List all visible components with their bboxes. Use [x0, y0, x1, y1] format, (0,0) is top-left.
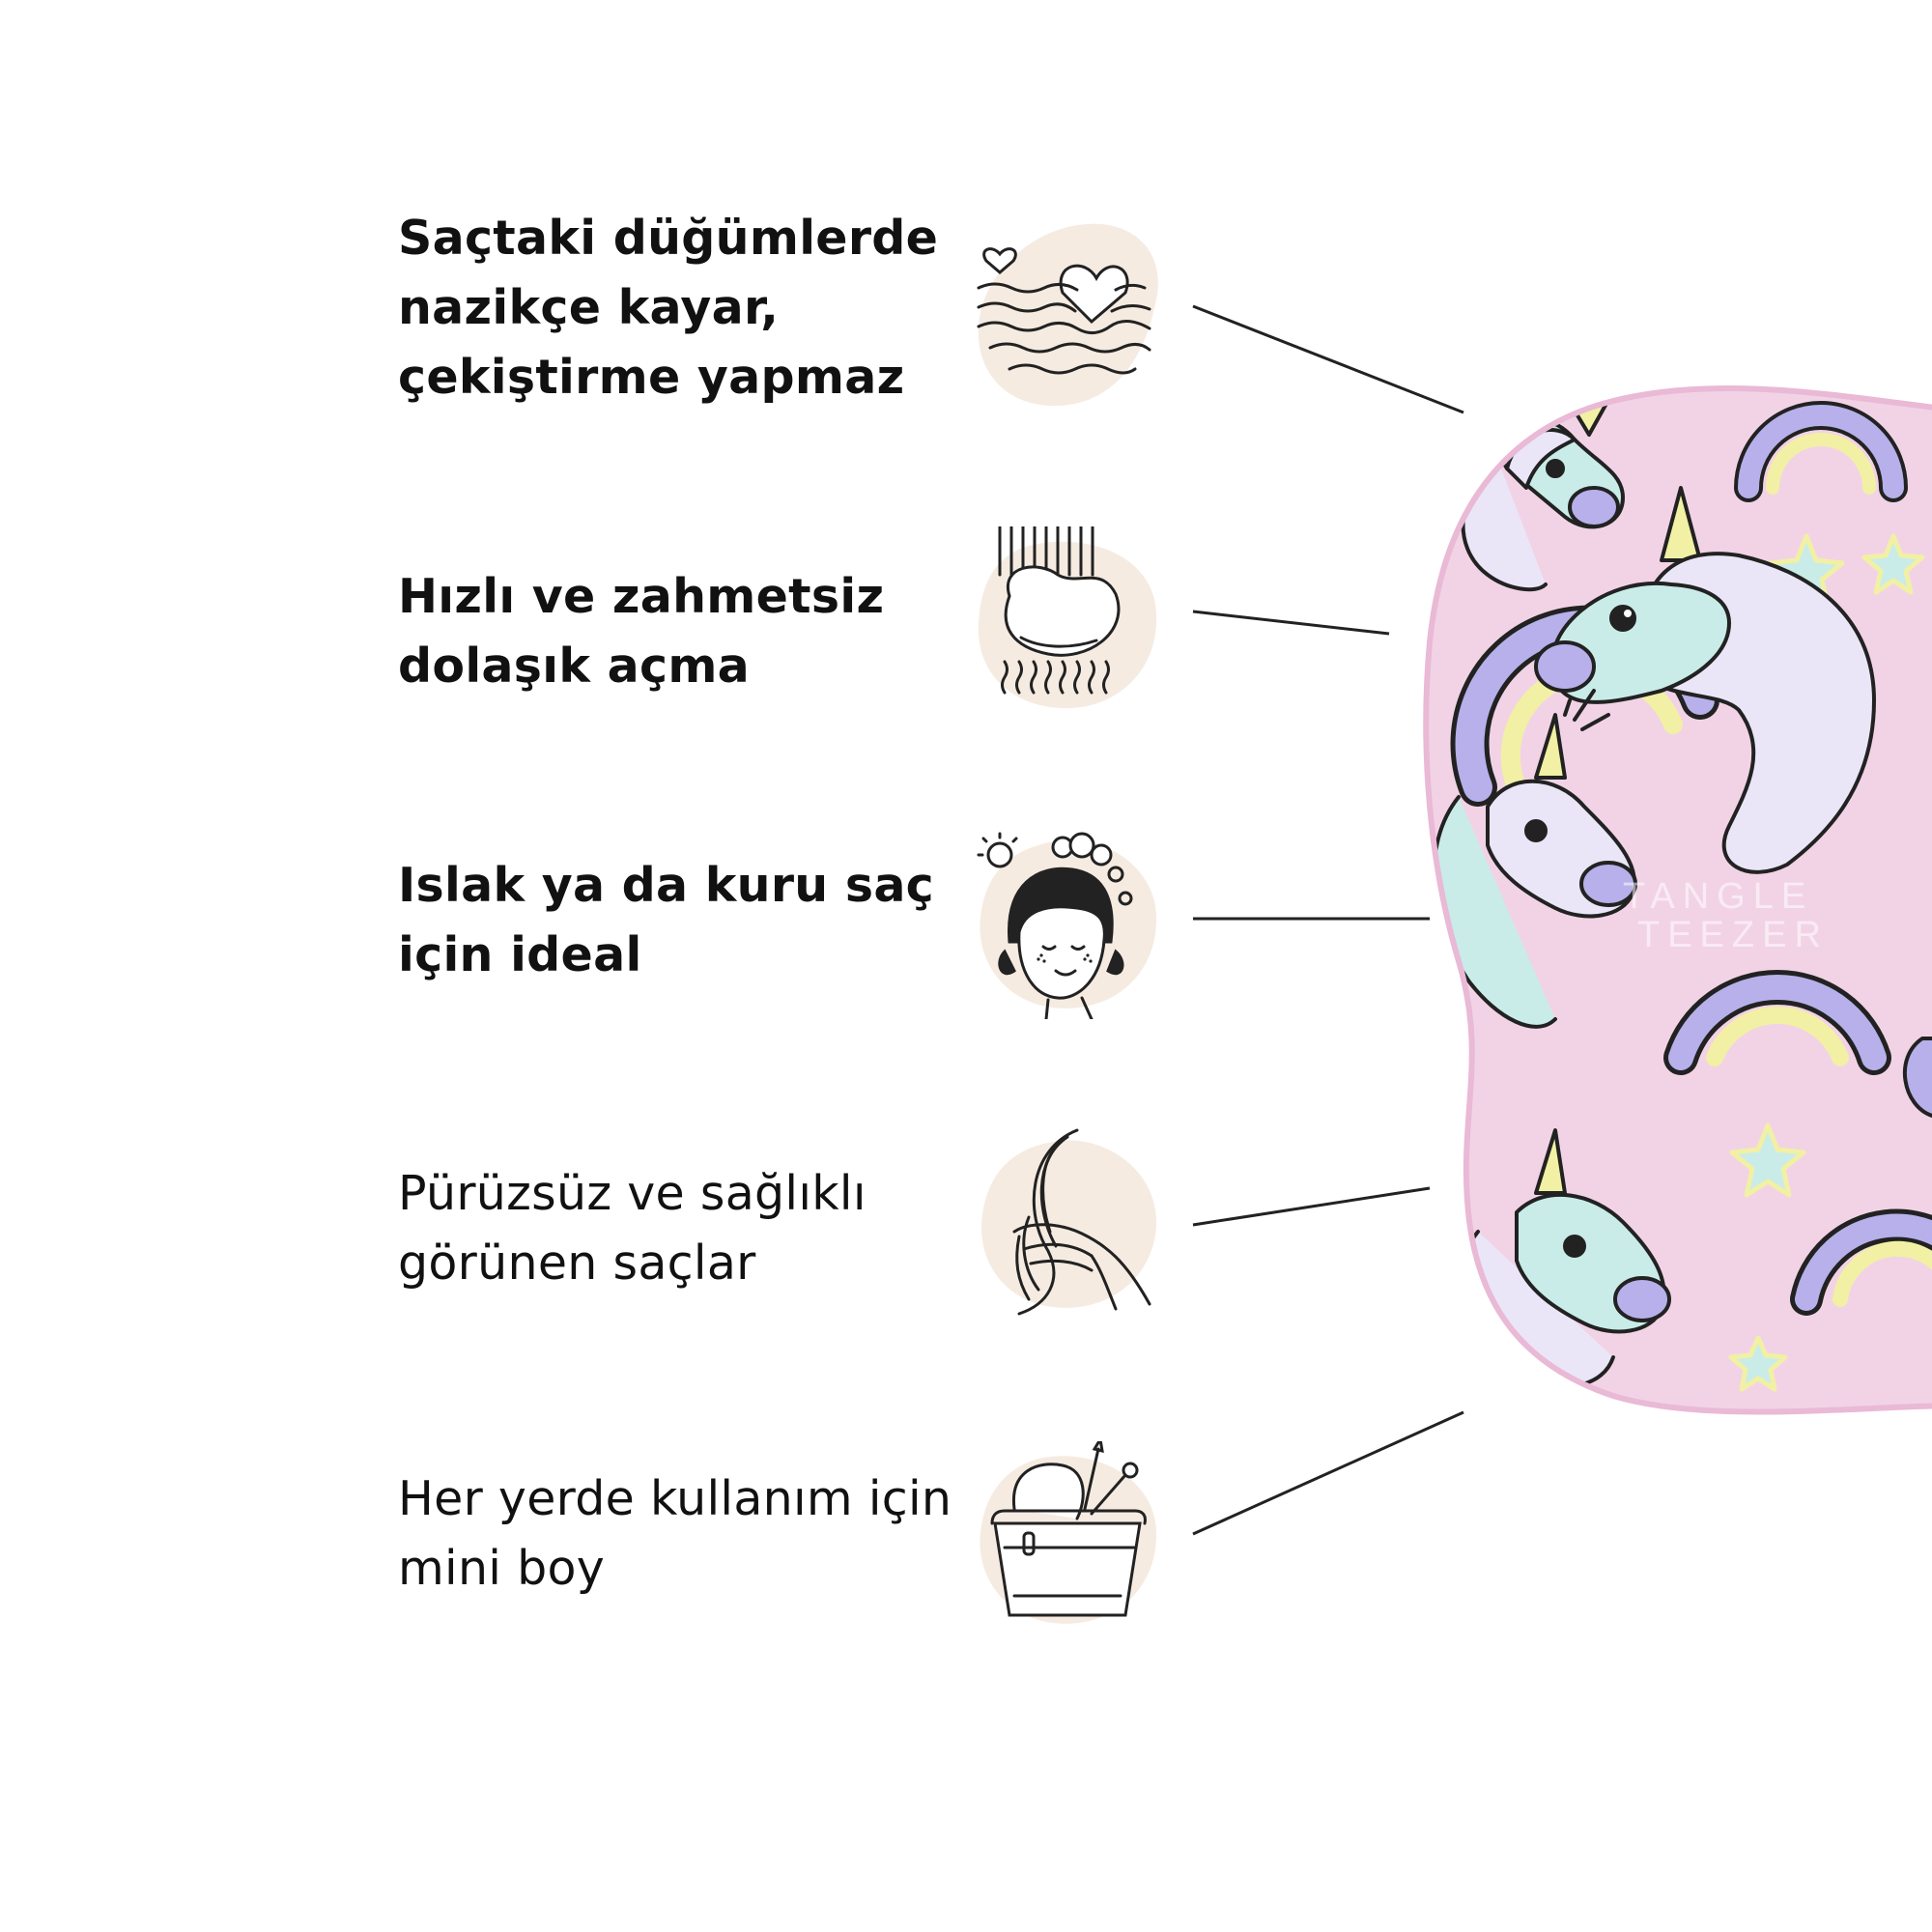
feature-line: mini boy: [398, 1541, 606, 1596]
feature-text-gentle-knots: Saçtaki düğümlerde nazikçe kayar, çekişt…: [398, 204, 938, 412]
rainbow-icon: [1790, 1208, 1932, 1316]
feature-text-wet-dry: Islak ya da kuru saç için ideal: [398, 851, 934, 990]
feature-line: dolaşık açma: [398, 639, 751, 694]
feature-line: Pürüzsüz ve sağlıklı: [398, 1166, 867, 1221]
brand-watermark: TANGLE: [1623, 876, 1813, 917]
travel-bag-icon: [980, 1441, 1157, 1624]
smooth-hair-hand-icon: [980, 1128, 1157, 1316]
feature-line: Islak ya da kuru saç: [398, 858, 935, 913]
feature-text-fast-detangle: Hızlı ve zahmetsiz dolaşık açma: [398, 562, 884, 701]
connector-line: [1192, 610, 1390, 636]
connector-line: [1192, 1410, 1464, 1536]
feature-line: Saçtaki düğümlerde: [398, 211, 939, 266]
feature-text-smooth-hair: Pürüzsüz ve sağlıklı görünen saçlar: [398, 1159, 867, 1298]
unicorn-detangling-brush: TANGLE TEEZER: [1423, 385, 1932, 1415]
rainbow-icon: [1663, 970, 1891, 1075]
connector-line: [1192, 1186, 1431, 1227]
brand-watermark: TEEZER: [1637, 915, 1829, 955]
unicorn-icon: [1903, 1037, 1932, 1118]
feature-line: görünen saçlar: [398, 1236, 756, 1291]
star-icon: [1861, 533, 1925, 595]
unicorn-icon: [1534, 486, 1876, 874]
feature-line: için ideal: [398, 927, 642, 982]
feature-line: Her yerde kullanım için: [398, 1471, 952, 1526]
rainbow-icon: [1734, 401, 1908, 502]
feature-text-mini-size: Her yerde kullanım için mini boy: [398, 1464, 952, 1604]
feature-line: çekiştirme yapmaz: [398, 350, 905, 405]
feature-line: nazikçe kayar,: [398, 280, 780, 335]
detangle-brush-icon: [978, 526, 1157, 709]
unicorn-icon: [1432, 689, 1637, 1029]
shampoo-girl-icon: [977, 832, 1157, 1019]
star-icon: [1729, 1122, 1806, 1198]
star-icon: [1728, 1335, 1788, 1392]
heart-waves-icon: [977, 223, 1158, 407]
feature-line: Hızlı ve zahmetsiz: [398, 569, 885, 624]
connector-line: [1192, 304, 1464, 414]
